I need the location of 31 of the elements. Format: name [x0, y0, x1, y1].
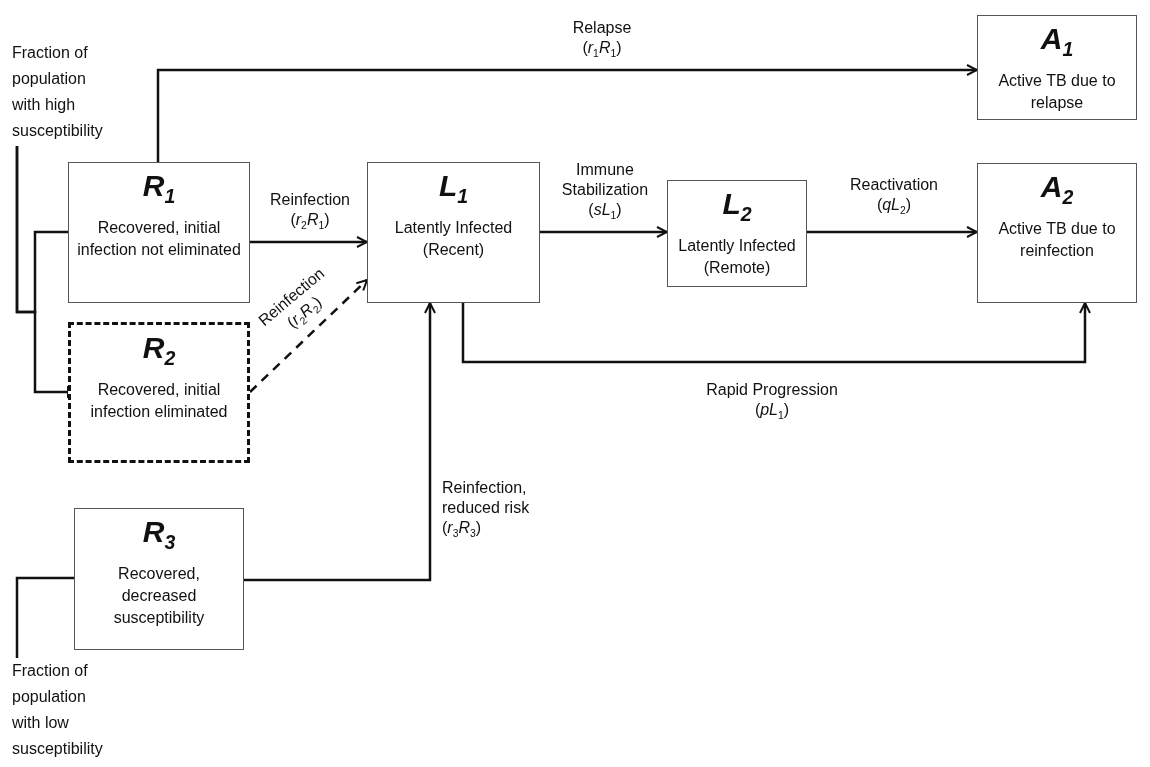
compartment-symbol: R$_{2}$	[142, 331, 176, 371]
compartment-description: Latently Infected (Recent)	[393, 218, 514, 260]
compartment-symbol: A$_{2}$	[1040, 170, 1074, 210]
compartment-symbol: L$_{2}$	[722, 187, 752, 227]
compartment-description: Active TB due to reinfection	[997, 219, 1117, 261]
compartment-box	[68, 322, 250, 463]
arrow	[807, 226, 978, 238]
population-note: Fraction of population with low susceptibility	[12, 661, 104, 759]
compartment-description: Recovered, decreased susceptibility	[112, 564, 206, 628]
arrow	[249, 279, 368, 393]
compartment-description: Latently Infected (Remote)	[677, 236, 797, 278]
compartment-box	[367, 162, 540, 303]
connector-line	[15, 576, 74, 658]
compartment-box	[977, 163, 1137, 303]
compartment-box	[977, 15, 1137, 120]
compartment-description: Recovered, initial infection not eliminated	[76, 218, 242, 260]
arrow	[250, 236, 368, 248]
compartment-symbol: R$_{3}$	[142, 515, 176, 555]
arrow	[244, 302, 436, 582]
population-note: Fraction of population with high susceptibility	[12, 43, 104, 141]
arrow	[156, 64, 978, 162]
compartment-box	[667, 180, 807, 287]
compartment-description: Recovered, initial infection eliminated	[89, 380, 229, 422]
compartment-symbol: R$_{1}$	[142, 169, 176, 209]
arrow	[461, 302, 1091, 364]
compartment-symbol: A$_{1}$	[1040, 22, 1074, 62]
compartment-box	[68, 162, 250, 303]
compartment-symbol: L$_{1}$	[438, 169, 469, 209]
compartment-box	[74, 508, 244, 650]
arrow	[540, 226, 668, 238]
compartment-description: Active TB due to relapse	[997, 71, 1117, 113]
